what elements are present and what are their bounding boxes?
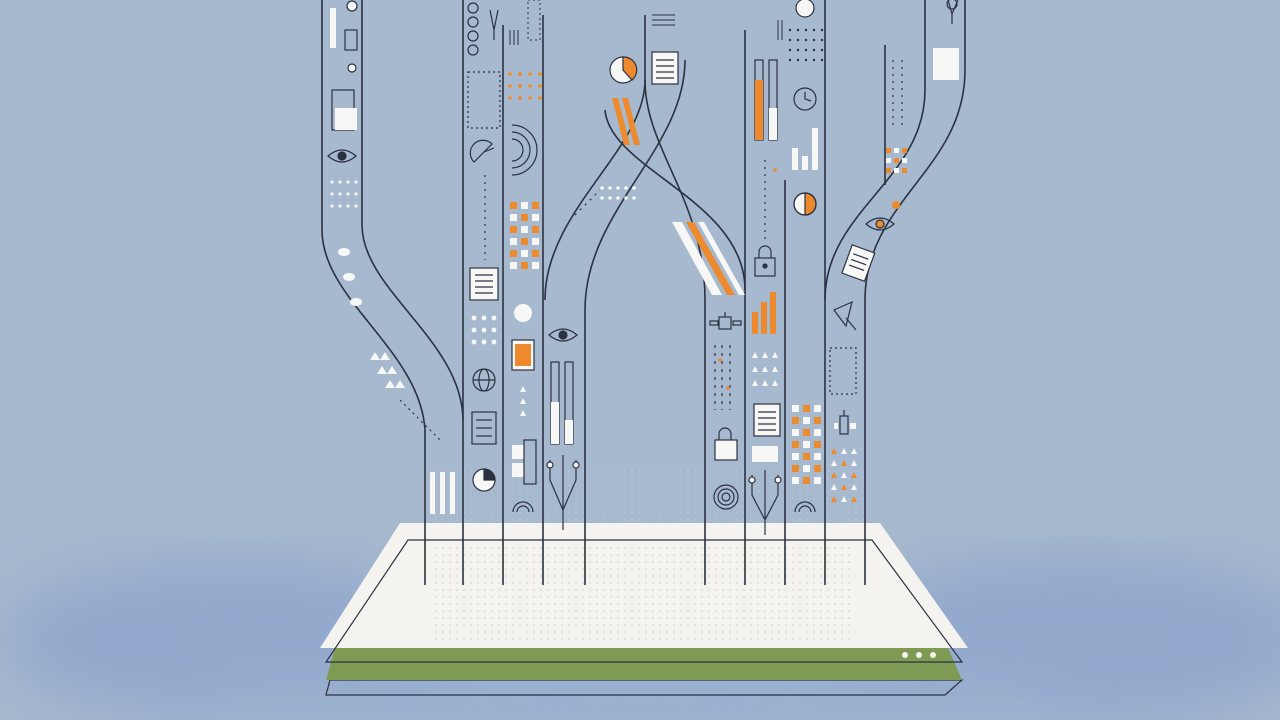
platform-dot-grid	[430, 545, 850, 645]
stream-two-content	[467, 2, 501, 492]
lock-icon	[754, 245, 776, 277]
bar-chart-icon	[752, 292, 776, 334]
eye-icon	[327, 149, 357, 163]
left-stream-content	[327, 0, 455, 514]
arch-content	[546, 51, 745, 530]
pie-chart-icon	[472, 468, 496, 492]
radar-icon	[511, 124, 538, 176]
pie-chart-icon-orange	[609, 56, 638, 84]
document-icon	[651, 51, 679, 85]
stream-three-content	[508, 72, 542, 513]
clock-icon	[793, 87, 817, 111]
fingerprint-icon	[794, 501, 816, 513]
node-tree-icon	[748, 470, 782, 535]
fingerprint-icon	[512, 501, 534, 513]
pie-chart-icon-orange	[793, 192, 817, 216]
tablet-icon	[511, 339, 535, 371]
stream-six-content	[709, 312, 742, 510]
right-stream-content	[829, 0, 959, 502]
bar-chart-icon	[792, 128, 818, 170]
platform-window-dots	[902, 652, 936, 658]
platform-inner-outline	[324, 539, 964, 663]
satellite-dish-icon	[469, 139, 495, 163]
stream-seven-content	[748, 59, 782, 535]
document-icon	[841, 244, 876, 283]
lock-icon	[714, 427, 738, 461]
platform-green-band	[326, 648, 962, 680]
target-icon	[713, 484, 739, 510]
eye-icon	[865, 217, 895, 231]
eye-icon	[548, 328, 578, 342]
globe-icon	[472, 368, 496, 392]
satellite-icon	[709, 312, 742, 330]
node-tree-icon	[546, 455, 580, 530]
stream-eight-content	[788, 0, 824, 513]
document-icon	[753, 403, 781, 437]
document-icon	[469, 267, 499, 301]
stream-left-curve	[321, 0, 426, 585]
server-icon	[471, 411, 497, 445]
platform	[320, 523, 968, 696]
stream-arch	[544, 15, 646, 301]
satellite-dish-icon	[833, 300, 857, 331]
stream-top-details	[509, 0, 783, 45]
stream-right-curve	[864, 0, 966, 585]
satellite-icon	[834, 410, 856, 435]
